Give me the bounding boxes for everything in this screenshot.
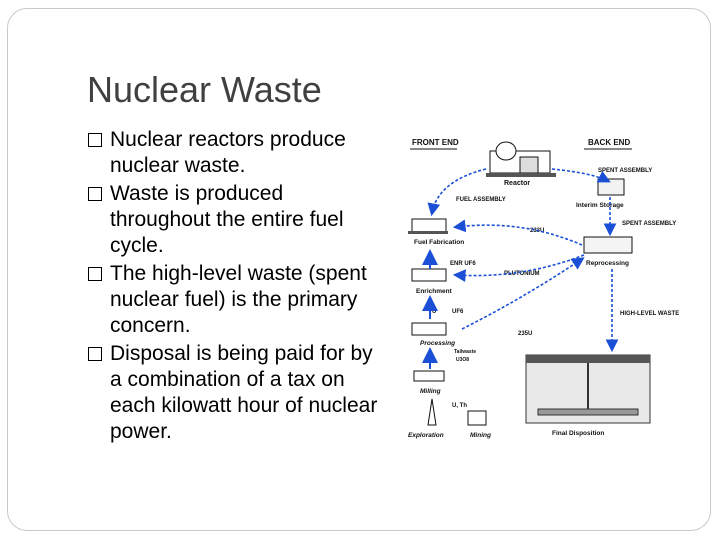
interim-storage-illustration (597, 178, 625, 196)
fuel-assembly-label: FUEL ASSEMBLY (456, 197, 506, 203)
mine-icon (467, 410, 487, 426)
processing-illustration (411, 322, 447, 336)
exploration-label: Exploration (408, 432, 444, 439)
reactor-label: Reactor (504, 180, 530, 187)
reprocessing-illustration (583, 236, 633, 254)
cycle-arrow (452, 219, 583, 246)
u-th-label: U, Th (452, 403, 467, 409)
u-label: U (432, 309, 436, 315)
cycle-arrow (427, 168, 487, 217)
fuel-fabrication-illustration (411, 218, 447, 234)
uf6-label: UF6 (452, 309, 464, 315)
u235-label: 235U (518, 331, 532, 337)
enr-uf6-label: ENR UF6 (450, 261, 476, 267)
high-level-waste-label: HIGH-LEVEL WASTE (620, 311, 679, 317)
bullet-item: Nuclear reactors produce nuclear waste. (88, 127, 388, 179)
milling-label: Milling (420, 388, 441, 395)
interim-storage-label: Interim Storage (576, 202, 624, 209)
fuel-fabrication-label: Fuel Fabrication (414, 239, 464, 246)
bullet-item: Waste is produced throughout the entire … (88, 181, 388, 259)
bullet-item: Disposal is being paid for by a combinat… (88, 341, 388, 445)
processing-label: Processing (420, 340, 455, 347)
tailwaste-label: Tailwaste (454, 349, 476, 355)
checkbox-bullet-icon (88, 133, 102, 147)
back-end-label: BACK END (588, 138, 630, 147)
spent-assembly-label-1: SPENT ASSEMBLY (598, 168, 652, 174)
enrichment-label: Enrichment (416, 288, 453, 295)
mining-label: Mining (470, 432, 491, 439)
drill-rig-icon (427, 398, 437, 426)
milling-illustration (413, 370, 445, 382)
enrichment-illustration (411, 268, 447, 282)
cycle-arrow (461, 257, 585, 330)
final-disposition-illustration (525, 354, 651, 424)
bullet-list: Nuclear reactors produce nuclear waste. … (88, 127, 388, 447)
spent-assembly-label-2: SPENT ASSEMBLY (622, 221, 676, 227)
final-disposition-label: Final Disposition (552, 430, 604, 437)
cycle-arrow (452, 254, 585, 282)
front-end-label: FRONT END (412, 138, 459, 147)
reprocessing-label: Reprocessing (586, 260, 629, 267)
slide-title: Nuclear Waste (87, 69, 322, 110)
checkbox-bullet-icon (88, 347, 102, 361)
checkbox-bullet-icon (88, 267, 102, 281)
u3o8-label: U3O8 (456, 357, 469, 363)
slide: Nuclear Waste Nuclear reactors produce n… (7, 8, 711, 531)
fuel-cycle-diagram: FRONT END BACK END Reactor SPENT ASSEMBL… (408, 138, 679, 439)
cycle-arrow (551, 168, 611, 183)
checkbox-bullet-icon (88, 187, 102, 201)
reactor-illustration (486, 141, 556, 177)
plutonium-label: PLUTONIUM (504, 271, 540, 277)
bullet-item: The high-level waste (spent nuclear fuel… (88, 261, 388, 339)
